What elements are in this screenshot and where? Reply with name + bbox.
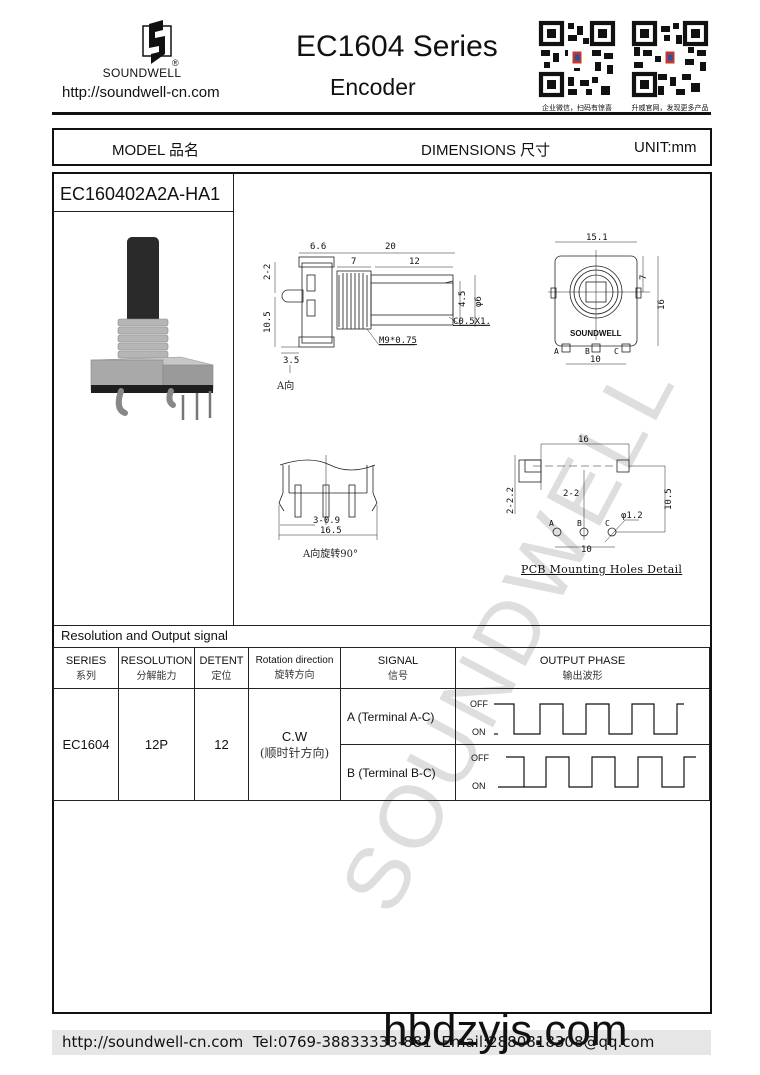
model-cell-divider — [53, 211, 234, 212]
qr-code-wechat: 企业微信，扫码有惊喜 — [538, 20, 622, 113]
svg-text:7: 7 — [639, 275, 649, 280]
svg-text:B: B — [585, 347, 590, 356]
qr-code-icon — [538, 20, 616, 98]
svg-text:A向: A向 — [276, 379, 294, 392]
svg-text:16: 16 — [578, 435, 589, 445]
page-subtitle: Encoder — [330, 74, 416, 100]
svg-text:φ6: φ6 — [474, 296, 484, 307]
svg-text:C: C — [614, 347, 619, 356]
cell-waveform-b: OFF ON — [455, 744, 710, 801]
table-row: EC1604 12P 12 C.W (顺时针方向) A (Terminal A-… — [53, 688, 710, 801]
side-view-drawing: 6.6 20 7 12 2-2 10.5 3.5 4.5 φ6 M9*0.75 C0… — [255, 235, 496, 400]
page-title: EC1604 Series — [296, 30, 498, 63]
svg-text:3-0.9: 3-0.9 — [313, 516, 340, 526]
svg-text:3.5: 3.5 — [283, 356, 299, 366]
section-divider — [53, 625, 711, 626]
model-part-number: EC160402A2A-HA1 — [60, 184, 221, 204]
soundwell-logo-icon — [142, 20, 172, 64]
waveform-a — [494, 703, 684, 735]
footer-contact: http://soundwell-cn.com Tel:0769-3883333… — [62, 1033, 655, 1051]
svg-text:12: 12 — [409, 257, 420, 267]
svg-text:B: B — [577, 519, 582, 528]
svg-text:C: C — [605, 519, 610, 528]
svg-text:16.5: 16.5 — [320, 526, 342, 536]
svg-text:SOUNDWELL: SOUNDWELL — [570, 329, 622, 338]
header-website-link[interactable]: http://soundwell-cn.com — [62, 84, 220, 101]
datasheet-main-frame — [52, 172, 712, 1014]
product-image — [85, 235, 225, 435]
brand-name: SOUNDWELL — [102, 66, 182, 80]
signal-section-title: Resolution and Output signal — [61, 628, 228, 643]
qr-caption-website: 升威官网，发现更多产品 — [631, 105, 709, 112]
pcb-view-drawing: 16 2-2.2 2-2 10.5 φ1.2 10 A B C — [505, 430, 685, 565]
info-bar — [52, 128, 712, 166]
svg-text:6.6: 6.6 — [310, 242, 326, 252]
svg-text:20: 20 — [385, 242, 396, 252]
footer-bar — [52, 1030, 711, 1055]
model-label: MODEL 品名 — [112, 142, 199, 159]
svg-text:φ1.2: φ1.2 — [621, 511, 643, 521]
cell-signal-b: B (Terminal B-C) — [340, 744, 456, 801]
dimensions-label: DIMENSIONS 尺寸 — [421, 142, 551, 159]
side-view-diagram: 6.6 20 7 12 2-2 10.5 3.5 4.5 φ6 M9*0.75 C0… — [263, 242, 496, 392]
svg-text:10.5: 10.5 — [664, 488, 674, 510]
cell-detent: 12 — [194, 688, 249, 801]
front-view-drawing: SOUNDWELL 15.1 7 16 10 A B C — [548, 232, 678, 377]
overlay-watermark-text: hbdzyjs.com — [383, 1006, 628, 1055]
svg-text:A向旋转90°: A向旋转90° — [302, 547, 358, 560]
svg-text:2-2: 2-2 — [263, 264, 273, 280]
cell-waveform-a: OFF ON — [455, 688, 710, 745]
svg-text:4.5: 4.5 — [458, 291, 468, 307]
svg-text:A: A — [554, 347, 559, 356]
svg-text:M9*0.75: M9*0.75 — [379, 336, 417, 346]
cell-series: EC1604 — [53, 688, 119, 801]
cell-rotation: C.W (顺时针方向) — [248, 688, 341, 801]
qr-code-website: 升威官网，发现更多产品 — [631, 20, 715, 113]
svg-text:10: 10 — [581, 545, 592, 555]
unit-label: UNIT:mm — [634, 139, 697, 156]
registered-mark: ® — [172, 58, 179, 68]
svg-text:C0.5X1.5: C0.5X1.5 — [453, 317, 490, 327]
svg-text:2-2: 2-2 — [563, 489, 579, 499]
svg-text:10: 10 — [590, 355, 601, 365]
svg-text:10.5: 10.5 — [263, 311, 273, 333]
header-divider — [52, 112, 711, 115]
encoder-3d-render — [90, 237, 214, 420]
soundwell-logo — [95, 20, 205, 100]
cell-resolution: 12P — [118, 688, 195, 801]
table-row: B (Terminal B-C) OFF ON — [54, 744, 710, 801]
svg-text:15.1: 15.1 — [586, 233, 608, 243]
pcb-holes-diagram: 16 2-2.2 2-2 10.5 φ1.2 10 A B C — [506, 435, 674, 555]
pcb-caption: PCB Mounting Holes Detail — [521, 563, 683, 576]
svg-text:7: 7 — [351, 257, 356, 267]
qr-caption-wechat: 企业微信，扫码有惊喜 — [542, 105, 612, 112]
cell-signal-a: A (Terminal A-C) — [340, 688, 456, 745]
waveform-b — [498, 756, 696, 788]
svg-text:A: A — [549, 519, 554, 528]
model-column-divider — [233, 173, 234, 625]
qr-code-icon — [631, 20, 709, 98]
svg-text:2-2.2: 2-2.2 — [506, 487, 516, 514]
front-view-diagram: SOUNDWELL 15.1 7 16 10 A B C — [548, 233, 667, 365]
svg-text:16: 16 — [657, 299, 667, 310]
bottom-view-diagram: 3-0.916.5 A向旋转90° — [278, 455, 378, 560]
